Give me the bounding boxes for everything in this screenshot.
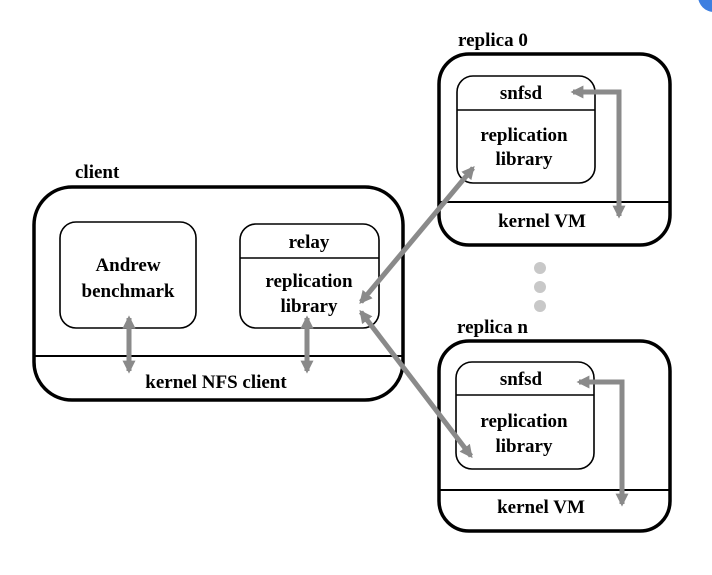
replica0-library-label-1: replication <box>480 125 568 146</box>
relay-replica0-arrow <box>359 166 475 304</box>
ellipsis-dot <box>534 262 546 274</box>
andrew-benchmark-label-1: Andrew <box>95 255 160 276</box>
relay-label: relay <box>289 232 330 253</box>
replica0-library-label-2: library <box>496 149 553 170</box>
relay-library-label-2: library <box>281 296 338 317</box>
replican-snfsd-label: snfsd <box>500 369 543 390</box>
replica0-snfsd-kernel-arrow <box>570 85 626 219</box>
client-title: client <box>75 162 120 183</box>
replican-title: replica n <box>457 317 528 338</box>
kernel-nfs-client-label: kernel NFS client <box>145 372 287 393</box>
ellipsis-dot <box>534 300 546 312</box>
replican-library-label-2: library <box>496 436 553 457</box>
ellipsis-dot <box>534 281 546 293</box>
relay-replican-arrow <box>359 309 473 459</box>
replican-library-label-1: replication <box>480 411 568 432</box>
replica0-title: replica 0 <box>458 30 528 51</box>
relay-library-label-1: replication <box>265 271 353 292</box>
replica0-kernel-label: kernel VM <box>498 211 586 232</box>
replican-kernel-label: kernel VM <box>497 497 585 518</box>
replica0-snfsd-label: snfsd <box>500 83 543 104</box>
corner-accent <box>698 0 712 12</box>
replican-snfsd-kernel-arrow <box>576 375 629 507</box>
replica0-box <box>437 52 672 247</box>
andrew-benchmark-label-2: benchmark <box>82 281 175 302</box>
